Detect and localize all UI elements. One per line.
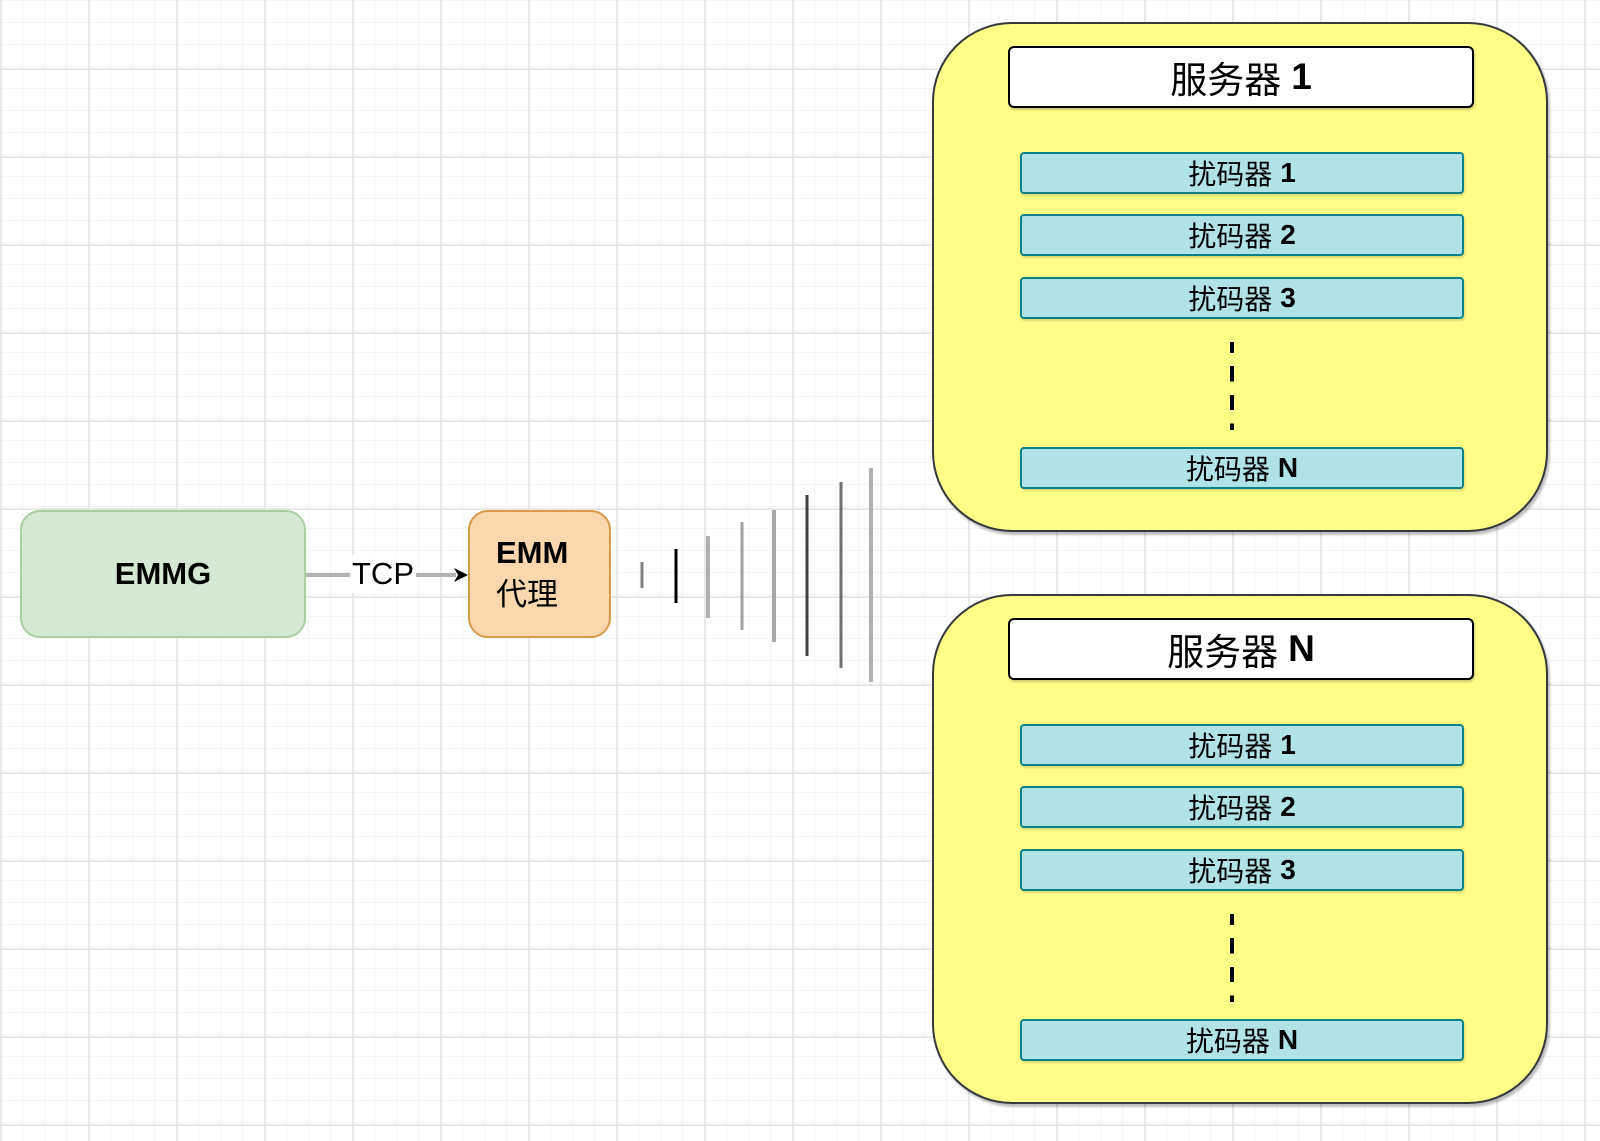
scrambler-label-id: 1 <box>1280 157 1296 188</box>
emm-proxy-label-line2: 代理 <box>496 577 558 612</box>
emmg-node[interactable]: EMMG <box>20 510 306 638</box>
emmg-label: EMMG <box>114 556 212 591</box>
vertical-ellipsis-dashed-line <box>1230 914 1234 1002</box>
emm-proxy-label-line1: EMM <box>496 535 569 570</box>
vertical-ellipsis-dashed-line <box>1230 342 1234 430</box>
scrambler-box[interactable]: 扰码器 3 <box>1020 277 1464 319</box>
server-title-prefix: 服务器 <box>1170 60 1282 101</box>
scrambler-label-prefix: 扰码器 <box>1185 1026 1270 1057</box>
scrambler-label-id: 2 <box>1280 219 1296 250</box>
scrambler-box[interactable]: 扰码器 3 <box>1020 849 1464 891</box>
scrambler-label-id: 3 <box>1280 854 1296 885</box>
scrambler-box[interactable]: 扰码器 2 <box>1020 786 1464 828</box>
server-container[interactable]: 服务器 1 扰码器 1 扰码器 2 扰码器 3 扰码器 N <box>932 22 1548 532</box>
server-title-id: N <box>1288 628 1315 669</box>
scrambler-label-id: N <box>1277 1024 1299 1055</box>
emm-proxy-node[interactable]: EMM 代理 <box>468 510 611 638</box>
scrambler-label-prefix: 扰码器 <box>1188 856 1273 887</box>
scrambler-label-id: 3 <box>1280 282 1296 313</box>
scrambler-label-id: N <box>1277 452 1299 483</box>
wireless-broadcast-icon <box>640 468 873 682</box>
server-container[interactable]: 服务器 N 扰码器 1 扰码器 2 扰码器 3 扰码器 N <box>932 594 1548 1104</box>
server-title-prefix: 服务器 <box>1167 632 1279 673</box>
scrambler-label-prefix: 扰码器 <box>1188 731 1273 762</box>
scrambler-box[interactable]: 扰码器 1 <box>1020 152 1464 194</box>
scrambler-box[interactable]: 扰码器 N <box>1020 1019 1464 1061</box>
scrambler-box[interactable]: 扰码器 N <box>1020 447 1464 489</box>
scrambler-label-id: 1 <box>1280 729 1296 760</box>
server-title-id: 1 <box>1291 56 1312 97</box>
scrambler-label-prefix: 扰码器 <box>1188 221 1273 252</box>
arrowhead-icon <box>454 568 468 582</box>
scrambler-box[interactable]: 扰码器 1 <box>1020 724 1464 766</box>
scrambler-label-prefix: 扰码器 <box>1188 793 1273 824</box>
scrambler-label-prefix: 扰码器 <box>1188 159 1273 190</box>
scrambler-label-id: 2 <box>1280 791 1296 822</box>
scrambler-box[interactable]: 扰码器 2 <box>1020 214 1464 256</box>
scrambler-label-prefix: 扰码器 <box>1185 454 1270 485</box>
server-title: 服务器 1 <box>1008 46 1474 108</box>
tcp-edge-label: TCP <box>350 555 416 593</box>
scrambler-label-prefix: 扰码器 <box>1188 284 1273 315</box>
server-title: 服务器 N <box>1008 618 1474 680</box>
